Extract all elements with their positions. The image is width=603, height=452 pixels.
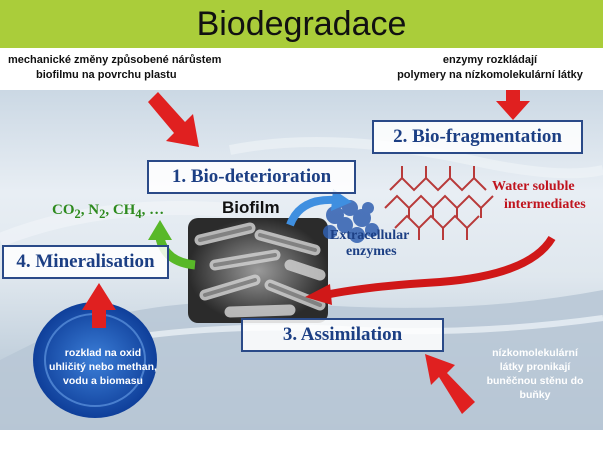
enzymes-line: Extracellular xyxy=(330,228,410,243)
enzyme-cluster xyxy=(323,196,379,243)
diagram-scene: 1. Bio-deterioration 2. Bio-fragmentatio… xyxy=(0,90,603,430)
stage-bio-deterioration: 1. Bio-deterioration xyxy=(147,160,356,194)
water-soluble-line: intermediates xyxy=(504,197,586,212)
note-line: enzymy rozkládají xyxy=(442,54,538,66)
title-bar: Biodegradace xyxy=(0,0,603,48)
products-formula: CO2, N2, CH4, … xyxy=(52,202,164,222)
enzymes-line: enzymes xyxy=(346,244,397,259)
water-soluble-line: Water soluble xyxy=(492,179,575,194)
biofilm-label: Biofilm xyxy=(222,198,280,217)
note-line: mechanické změny způsobené nárůstem xyxy=(8,54,222,66)
products-tail: , … xyxy=(141,202,165,218)
note-line: uhličitý nebo methan, xyxy=(49,361,157,373)
blue-curved-arrow xyxy=(286,189,352,227)
ch-text: , CH xyxy=(105,202,136,218)
page-title: Biodegradace xyxy=(196,4,407,43)
note-line: látky pronikají xyxy=(499,361,571,373)
scene-graphics xyxy=(0,90,603,430)
note-mineralisation: rozklad na oxid uhličitý nebo methan, vo… xyxy=(38,346,168,388)
note-line: nízkomolekulární xyxy=(492,347,578,359)
stage-mineralisation-label: 4. Mineralisation xyxy=(16,251,155,272)
n-subscript: 2 xyxy=(99,207,106,221)
stage-bio-fragmentation: 2. Bio-fragmentation xyxy=(372,120,583,154)
water-soluble-label: Water soluble intermediates xyxy=(492,178,586,214)
note-line: rozklad na oxid xyxy=(64,347,142,359)
stage-bio-fragmentation-label: 2. Bio-fragmentation xyxy=(393,126,562,147)
stage-mineralisation: 4. Mineralisation xyxy=(2,245,169,279)
ch-subscript: 4 xyxy=(135,207,142,221)
note-assimilation: nízkomolekulární látky pronikají buněčno… xyxy=(470,346,600,402)
note-line: buněčnou stěnu do xyxy=(486,375,584,387)
note-line: polymery na nízkomolekulární látky xyxy=(397,69,583,81)
n-text: , N xyxy=(80,202,100,218)
stage-assimilation: 3. Assimilation xyxy=(241,318,444,352)
co-subscript: 2 xyxy=(74,207,81,221)
note-bio-fragmentation: enzymy rozkládají polymery na nízkomolek… xyxy=(380,53,600,83)
polymer-structure xyxy=(384,166,494,240)
note-line: buňky xyxy=(519,389,551,401)
red-curved-arrow xyxy=(305,235,556,305)
red-arrow-bottom-right xyxy=(425,354,475,414)
red-arrow-top-left xyxy=(148,92,199,147)
red-arrow-bottom-left xyxy=(82,283,116,328)
note-line: vodu a biomasu xyxy=(63,375,143,387)
green-curved-arrow xyxy=(148,220,196,270)
stage-assimilation-label: 3. Assimilation xyxy=(282,324,403,345)
co-text: CO xyxy=(52,202,75,218)
note-line: biofilmu na povrchu plastu xyxy=(36,69,177,81)
biofilm-image xyxy=(188,218,328,323)
stage-bio-deterioration-label: 1. Bio-deterioration xyxy=(171,166,332,187)
note-bio-deterioration: mechanické změny způsobené nárůstem biof… xyxy=(6,53,306,83)
enzymes-label: Extracellular enzymes xyxy=(330,228,409,260)
red-arrow-top-right xyxy=(496,90,530,120)
